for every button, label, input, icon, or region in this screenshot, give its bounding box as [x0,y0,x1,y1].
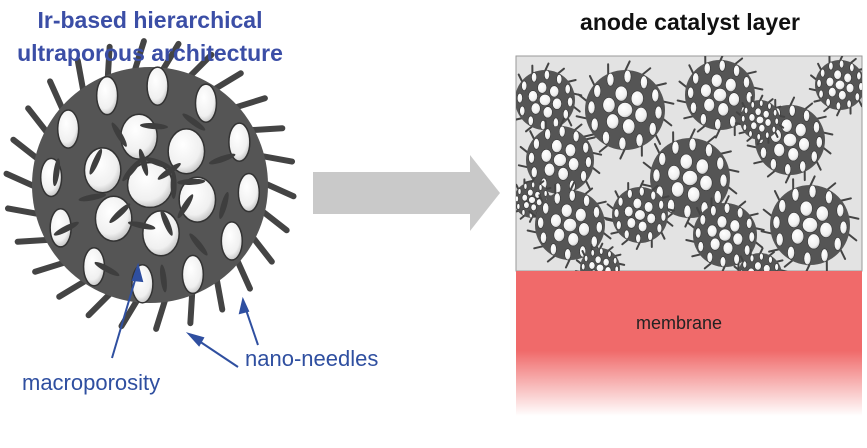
porous-sphere [760,175,860,271]
left-title-line2: ultraporous architecture [17,40,283,66]
porous-sphere [734,94,786,146]
macroporosity-label: macroporosity [22,370,161,395]
membrane-label: membrane [636,313,723,333]
porous-sphere [733,247,788,271]
porous-sphere [517,117,603,203]
membrane-layer [516,271,862,416]
catalyst-particles [516,56,862,271]
nano-needles-label: nano-needles [245,346,379,371]
porous-sphere [3,38,297,332]
porous-sphere [746,96,834,184]
right-title: anode catalyst layer [580,9,800,35]
ir-particle-illustration [3,38,297,332]
left-title: Ir-based hierarchical ultraporous archit… [0,4,300,70]
porous-sphere [516,62,583,138]
porous-sphere [808,56,862,117]
porous-sphere [605,179,675,251]
pointer-arrows [111,262,259,368]
left-title-line1: Ir-based hierarchical [37,7,263,33]
porous-sphere [526,181,614,269]
porous-sphere [574,242,626,271]
porous-sphere [575,60,675,160]
process-arrow [313,155,500,231]
